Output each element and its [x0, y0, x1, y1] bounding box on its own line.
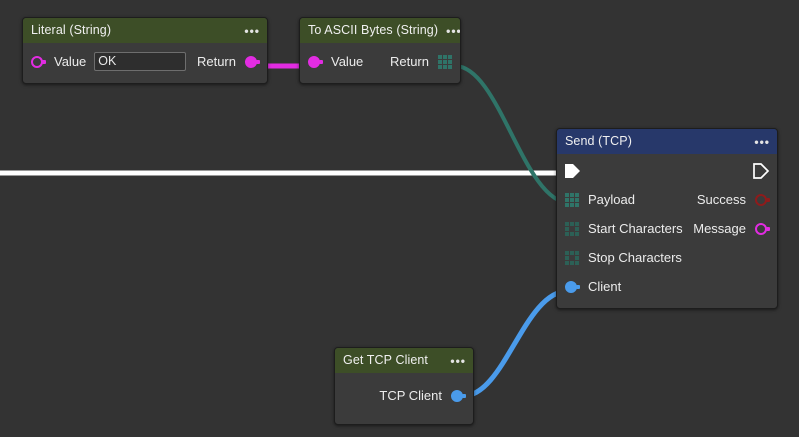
port-input-client-circle-blue-icon[interactable]: [564, 279, 580, 295]
node-body: TCP Client: [335, 373, 473, 424]
port-input-value-circle-magenta-hollow-icon[interactable]: [30, 54, 46, 70]
port-label-value: Value: [331, 54, 364, 69]
node-header[interactable]: Send (TCP) •••: [557, 129, 777, 154]
node-body: Payload Success Start Characters Message: [557, 154, 777, 308]
node-row-start-characters: Start Characters Message: [557, 214, 777, 243]
node-header[interactable]: Get TCP Client •••: [335, 348, 473, 373]
port-label-stop-characters: Stop Characters: [588, 250, 682, 265]
node-header[interactable]: To ASCII Bytes (String) •••: [300, 18, 460, 43]
value-input-field[interactable]: OK: [94, 52, 187, 71]
port-output-return-circle-magenta-filled-icon[interactable]: [244, 54, 260, 70]
port-input-value-circle-magenta-filled-icon[interactable]: [307, 54, 323, 70]
node-row-exec: [557, 156, 777, 185]
node-literal-string[interactable]: Literal (String) ••• Value OK Return: [22, 17, 268, 84]
port-label-client: Client: [588, 279, 622, 294]
node-send-tcp[interactable]: Send (TCP) •••: [556, 128, 778, 309]
node-header[interactable]: Literal (String) •••: [23, 18, 267, 43]
node-row-tcp-client: TCP Client: [335, 381, 473, 410]
node-menu-icon[interactable]: •••: [446, 23, 461, 38]
port-label-message: Message: [693, 221, 746, 236]
node-title: Get TCP Client: [343, 353, 428, 368]
node-row-payload: Payload Success: [557, 185, 777, 214]
node-menu-icon[interactable]: •••: [450, 353, 466, 368]
port-output-tcp-client-circle-blue-icon[interactable]: [450, 388, 466, 404]
node-menu-icon[interactable]: •••: [244, 23, 260, 38]
node-title: To ASCII Bytes (String): [308, 23, 439, 38]
port-input-stop-characters-array-grid-partial-icon[interactable]: [564, 250, 580, 266]
node-row-stop-characters: Stop Characters: [557, 243, 777, 272]
port-label-success: Success: [696, 192, 746, 207]
node-title: Send (TCP): [565, 134, 632, 149]
node-row-value: Value OK Return: [23, 47, 267, 76]
node-title: Literal (String): [31, 23, 112, 38]
port-label-value: Value: [54, 54, 87, 69]
wire-tcpclient-to-client: [460, 288, 571, 399]
port-input-start-characters-array-grid-partial-icon[interactable]: [564, 221, 580, 237]
node-menu-icon[interactable]: •••: [754, 134, 770, 149]
port-label-return: Return: [196, 54, 236, 69]
node-body: Value Return: [300, 43, 460, 83]
port-label-tcp-client: TCP Client: [379, 388, 442, 403]
port-output-message-circle-magenta-hollow-icon[interactable]: [754, 221, 770, 237]
node-row-value: Value Return: [300, 47, 460, 76]
wire-ascii-to-payload: [453, 64, 572, 205]
node-to-ascii-bytes-string[interactable]: To ASCII Bytes (String) ••• Value Return: [299, 17, 461, 84]
node-row-client: Client: [557, 272, 777, 301]
port-label-return: Return: [389, 54, 429, 69]
port-exec-out-outline-arrow-icon[interactable]: [752, 161, 770, 181]
port-output-success-circle-red-hollow-icon[interactable]: [754, 192, 770, 208]
port-exec-in-filled-arrow-icon[interactable]: [564, 161, 582, 181]
node-get-tcp-client[interactable]: Get TCP Client ••• TCP Client: [334, 347, 474, 425]
port-label-start-characters: Start Characters: [588, 221, 683, 236]
node-body: Value OK Return: [23, 43, 267, 83]
port-input-payload-array-grid-icon[interactable]: [564, 192, 580, 208]
port-label-payload: Payload: [588, 192, 635, 207]
port-output-return-array-grid-icon[interactable]: [437, 54, 453, 70]
